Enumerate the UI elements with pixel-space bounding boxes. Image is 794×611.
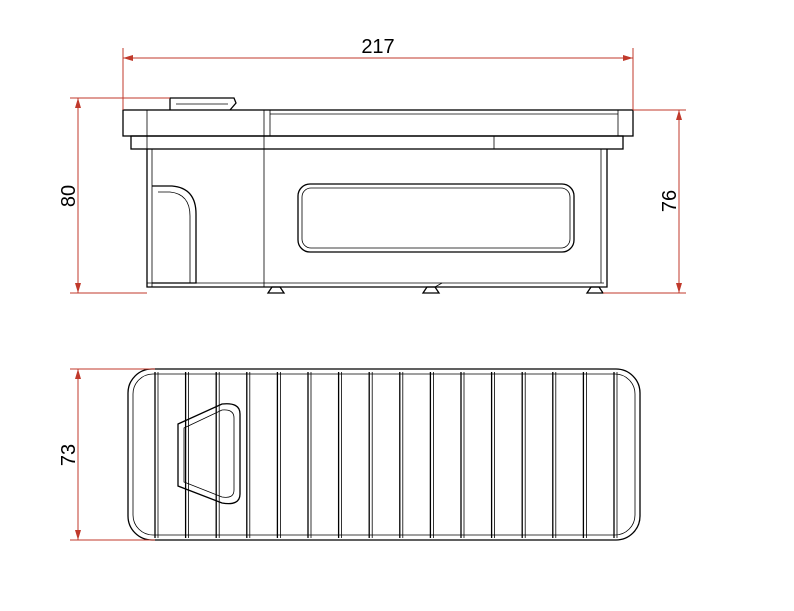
side-chute [152, 185, 197, 284]
side-rim [130, 135, 624, 150]
side-lid-tab [169, 97, 237, 111]
dim-217-arrow-left [123, 55, 133, 61]
side-window [297, 183, 575, 253]
top-scoop-handle [177, 403, 241, 505]
top-scoop-handle-inner [183, 409, 235, 498]
top-outline [127, 368, 641, 541]
top-view [127, 368, 641, 541]
top-slats [154, 372, 618, 538]
dim-76-label: 76 [659, 190, 681, 212]
dim-80-arrow-bottom [75, 283, 81, 293]
dim-76-arrow-bottom [676, 283, 682, 293]
dim-76-arrow-top [676, 110, 682, 120]
side-view [122, 97, 634, 294]
dim-73-arrow-bottom [75, 530, 81, 540]
side-foot-2 [421, 286, 441, 294]
side-foot-2-detail [434, 282, 443, 288]
side-dimensions: 217 80 76 [58, 36, 686, 294]
top-dimensions: 73 [58, 368, 155, 541]
dim-73-label: 73 [58, 444, 80, 466]
dim-217-label: 217 [361, 36, 394, 58]
side-window-inner [301, 187, 571, 249]
side-foot-3 [585, 286, 605, 294]
top-outline-inner [132, 373, 636, 536]
dim-73-arrow-top [75, 369, 81, 379]
side-body [146, 149, 608, 288]
dim-80-label: 80 [58, 185, 80, 207]
side-foot-1 [266, 286, 286, 294]
dim-80-arrow-top [75, 98, 81, 108]
side-chute-inner [158, 191, 191, 283]
dim-217-arrow-right [623, 55, 633, 61]
